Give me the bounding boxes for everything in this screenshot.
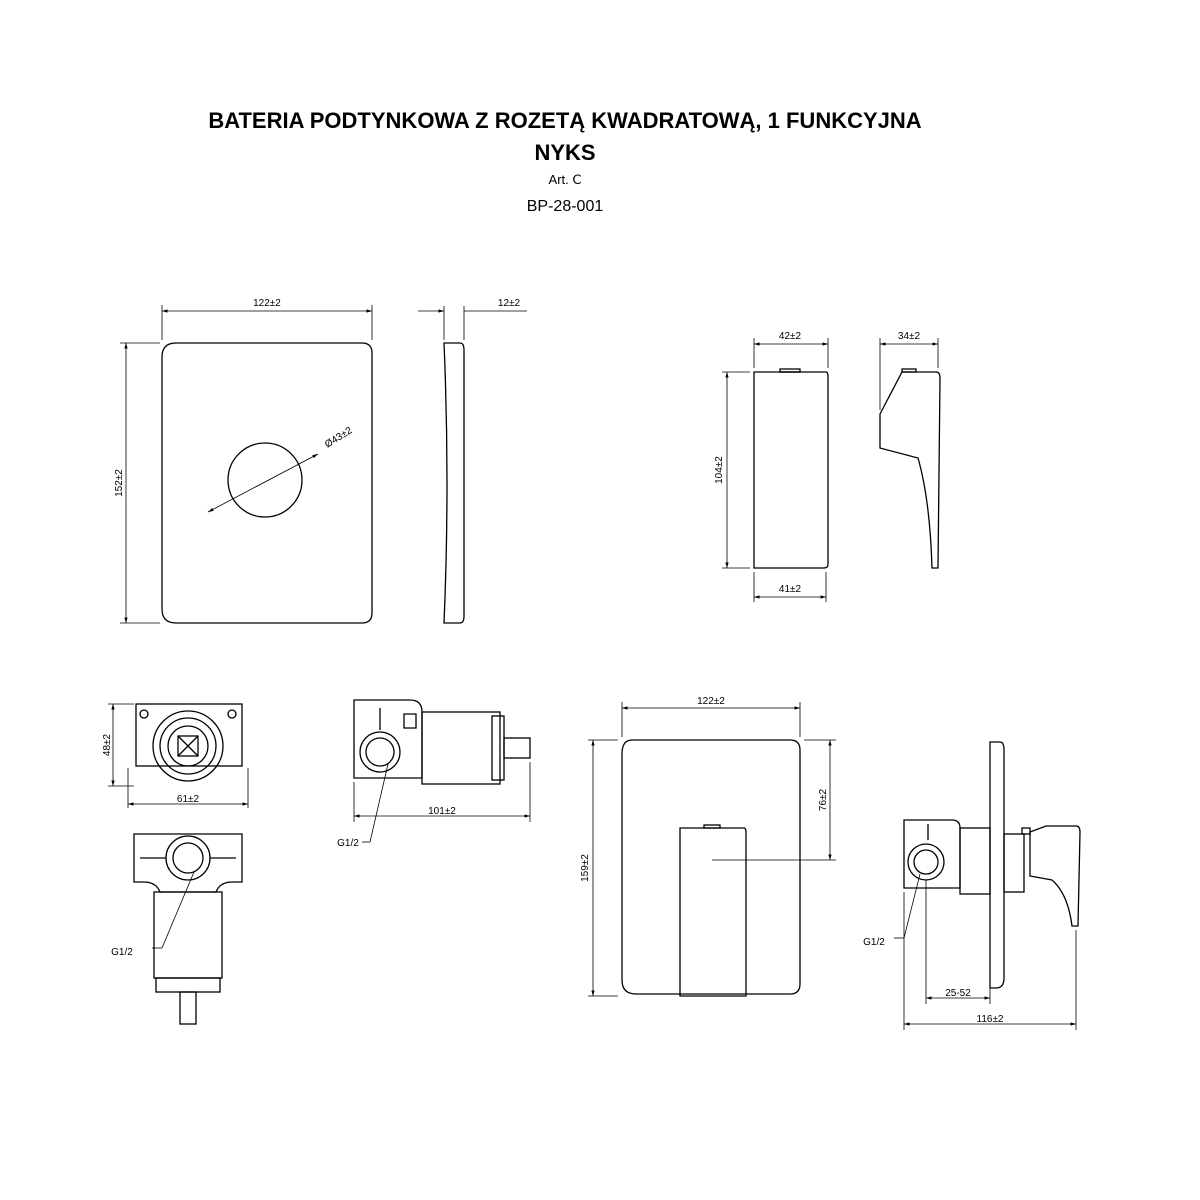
handle-side-outline (879, 371, 941, 569)
article-label: Art. Ⅽ (548, 172, 582, 187)
plate-front-view: 122±2 152±2 Ø43±2 (114, 298, 373, 624)
body-height-label: 48±2 (102, 733, 113, 756)
body-length-label: 101±2 (428, 806, 456, 817)
hole-diameter-label: Ø43±2 (323, 425, 355, 450)
assembly-side-view: 116±2 25-52 G1/2 (863, 741, 1081, 1030)
handle-front-outline (753, 371, 829, 569)
handle-side-view: 34±2 (879, 331, 941, 569)
plate-thickness-label: 12±2 (498, 298, 521, 309)
assembly-width-label: 122±2 (697, 696, 725, 707)
handle-width-bottom-label: 41±2 (779, 584, 802, 595)
hole-circle (227, 442, 303, 518)
thread-assembly-label: G1/2 (863, 937, 885, 948)
handle-height-label: 104±2 (714, 456, 725, 484)
handle-width-top-label: 42±2 (779, 331, 802, 342)
body-front-view: 48±2 61±2 (102, 703, 249, 808)
handle-front-view: 42±2 104±2 41±2 (714, 331, 829, 602)
plate-side-outline (443, 342, 465, 624)
article-code: BP-28-001 (526, 198, 604, 215)
body-bottom-view: G1/2 (111, 833, 243, 1025)
drawing-title: BATERIA PODTYNKOWA Z ROZETĄ KWADRATOWĄ, … (208, 108, 922, 133)
plate-outline (161, 342, 373, 624)
header: BATERIA PODTYNKOWA Z ROZETĄ KWADRATOWĄ, … (0, 0, 1200, 240)
thread-front-label: G1/2 (111, 947, 133, 958)
assembly-depth-label: 116±2 (977, 1014, 1004, 1025)
assembly-front-view: 122±2 159±2 76±2 (580, 696, 836, 997)
body-side-view: 101±2 G1/2 (337, 699, 531, 849)
product-name: NYKS (534, 140, 596, 165)
body-width-label: 61±2 (177, 794, 200, 805)
adjust-range-label: 25-52 (945, 988, 971, 999)
plate-height-label: 152±2 (114, 469, 125, 497)
assembly-handle-offset-label: 76±2 (818, 788, 829, 811)
plate-side-view: 12±2 (418, 298, 527, 624)
plate-width-label: 122±2 (253, 298, 281, 309)
handle-depth-label: 34±2 (898, 331, 921, 342)
thread-side-label: G1/2 (337, 838, 359, 849)
assembly-height-label: 159±2 (580, 854, 591, 882)
